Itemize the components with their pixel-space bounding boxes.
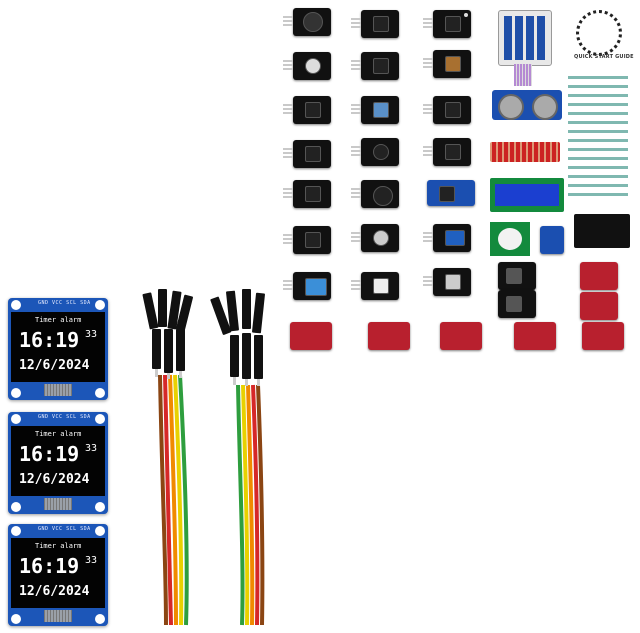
red-sensor-module <box>368 322 410 350</box>
sensor-kit-grid: QUICK START GUIDE <box>283 8 634 350</box>
oled-screen: Timer alarm 16:19 33 12/6/2024 <box>11 426 105 496</box>
joystick-module <box>283 8 331 36</box>
time-display: 16:19 <box>19 442 80 466</box>
seconds-display: 33 <box>85 555 98 566</box>
relay-module <box>423 224 471 252</box>
pir-sensor <box>490 222 530 256</box>
sensor-module <box>283 140 331 168</box>
sensor-module <box>351 272 399 300</box>
quick-start-guide-title: QUICK START GUIDE <box>574 54 634 60</box>
red-sensor-module <box>440 322 482 350</box>
pin-header-label: GND VCC SCL SDA <box>38 300 91 306</box>
ultrasonic-sensor <box>492 90 562 120</box>
date-display: 12/6/2024 <box>19 358 90 373</box>
pin-header-label: GND VCC SCL SDA <box>38 526 91 532</box>
jumper-wire-bundles <box>142 289 265 626</box>
sensor-module <box>283 226 331 254</box>
oled-display-module: GND VCC SCL SDA Timer alarm 16:19 33 12/… <box>8 412 108 514</box>
time-display: 16:19 <box>19 554 80 578</box>
sensor-module <box>423 50 471 78</box>
seconds-display: 33 <box>85 443 98 454</box>
sensor-module <box>351 52 399 80</box>
jumper-wire-bundle <box>210 289 265 626</box>
oled-display-module: GND VCC SCL SDA Timer alarm 16:19 33 12/… <box>8 524 108 626</box>
sensor-module <box>423 10 471 38</box>
timer-alarm-label: Timer alarm <box>35 316 82 324</box>
sensor-module <box>283 180 331 208</box>
sensor-module <box>498 262 536 290</box>
time-display: 16:19 <box>19 328 80 352</box>
water-level-sensor <box>490 142 560 162</box>
date-display: 12/6/2024 <box>19 472 90 487</box>
red-sensor-module <box>582 322 624 350</box>
potentiometer-module <box>351 224 399 252</box>
oled-screen: Timer alarm 16:19 33 12/6/2024 <box>11 538 105 608</box>
sensor-module <box>540 226 564 254</box>
oled-display-module: GND VCC SCL SDA Timer alarm 16:19 33 12/… <box>8 298 108 400</box>
membrane-keypad <box>498 10 552 66</box>
resistor-pack <box>568 76 628 196</box>
pin-header-label: GND VCC SCL SDA <box>38 414 91 420</box>
sensor-module <box>351 96 399 124</box>
sensor-module <box>423 96 471 124</box>
sensor-module <box>498 290 536 318</box>
lcd-display <box>490 178 564 212</box>
sensor-module <box>351 10 399 38</box>
sensor-module <box>283 96 331 124</box>
buzzer-module <box>351 138 399 166</box>
oled-screen: Timer alarm 16:19 33 12/6/2024 <box>11 312 105 382</box>
red-sensor-module <box>580 262 618 290</box>
timer-alarm-label: Timer alarm <box>35 542 82 550</box>
red-sensor-module <box>580 292 618 320</box>
date-display: 12/6/2024 <box>19 584 90 599</box>
timer-alarm-label: Timer alarm <box>35 430 82 438</box>
power-module <box>574 214 630 248</box>
jumper-wire-bundle <box>142 289 193 626</box>
sensor-module <box>423 268 471 296</box>
dht-sensor-module <box>283 272 331 300</box>
ribbon-cable <box>514 64 532 86</box>
quick-start-guide-logo <box>576 10 622 56</box>
led-module <box>283 52 331 80</box>
red-sensor-module <box>514 322 556 350</box>
sensor-module <box>423 138 471 166</box>
buzzer-module <box>351 180 399 208</box>
seconds-display: 33 <box>85 329 98 340</box>
rtc-module <box>427 180 475 206</box>
flex-cable <box>44 610 72 622</box>
flex-cable <box>44 384 72 396</box>
red-sensor-module <box>290 322 332 350</box>
flex-cable <box>44 498 72 510</box>
